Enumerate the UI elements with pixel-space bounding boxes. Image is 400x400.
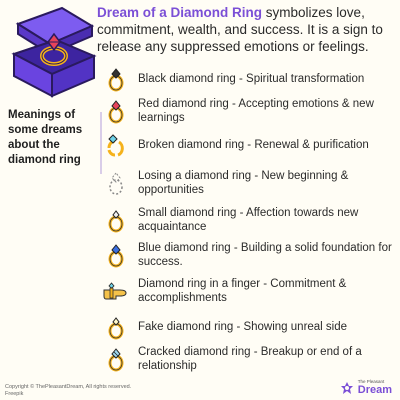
list-item-blue-ring: Blue diamond ring - Building a solid fou… (100, 240, 398, 274)
list-item-small-ring: Small diamond ring - Affection towards n… (100, 205, 398, 239)
list-item-cracked-ring: Cracked diamond ring - Breakup or end of… (100, 344, 398, 378)
list-item-text: Fake diamond ring - Showing unreal side (138, 321, 348, 333)
list-item-red-ring: Red diamond ring - Accepting emotions & … (100, 96, 398, 130)
brand-text: The Pleasant Dream (358, 380, 392, 396)
intro-text: Dream of a Diamond Ring symbolizes love,… (97, 4, 397, 55)
list-item-losing-ring: Losing a diamond ring - New beginning & … (100, 168, 398, 202)
brand-logo-icon (340, 382, 353, 394)
hand-ring-icon (100, 276, 132, 308)
copyright-text: Copyright © ThePleasantDream, All rights… (5, 384, 131, 397)
brand-logo: The Pleasant Dream (339, 378, 392, 398)
list-item-text: Black diamond ring - Spiritual transform… (138, 73, 365, 85)
list-item-finger-ring: Diamond ring in a finger - Commitment & … (100, 276, 398, 310)
copyright-line: Copyright © ThePleasantDream, All rights… (5, 384, 132, 390)
list-item-text: Losing a diamond ring - New beginning & … (138, 170, 349, 196)
broken-ring-icon (100, 130, 132, 162)
dotted-ring-icon (100, 168, 132, 200)
list-item-text: Small diamond ring - Affection towards n… (138, 207, 359, 233)
brand-small: The Pleasant (357, 379, 385, 385)
list-item-black-ring: Black diamond ring - Spiritual transform… (100, 64, 398, 98)
list-item-text: Diamond ring in a finger - Commitment & … (138, 278, 347, 304)
brand-big: Dream (357, 383, 392, 396)
ring-icon (100, 240, 132, 272)
footer: Copyright © ThePleasantDream, All rights… (0, 380, 400, 400)
intro-highlight: Dream of a Diamond Ring (97, 5, 263, 20)
ring-box-icon (11, 6, 97, 98)
ring-icon (100, 96, 132, 128)
ring-icon (100, 64, 132, 96)
ring-icon (100, 312, 132, 344)
list-item-fake-ring: Fake diamond ring - Showing unreal side (100, 312, 398, 346)
list-item-broken-ring: Broken diamond ring - Renewal & purifica… (100, 130, 398, 164)
list-item-text: Red diamond ring - Accepting emotions & … (138, 98, 374, 124)
ring-icon (100, 344, 132, 376)
ring-icon (100, 205, 132, 237)
list-item-text: Cracked diamond ring - Breakup or end of… (138, 346, 362, 372)
list-item-text: Blue diamond ring - Building a solid fou… (138, 242, 392, 268)
divider (100, 112, 102, 174)
credit-line: Freepik (5, 390, 24, 397)
list-item-text: Broken diamond ring - Renewal & purifica… (138, 139, 369, 151)
intro-rest: symbolizes love, commitment, wealth, and… (97, 5, 383, 54)
left-caption: Meanings of some dreams about the diamon… (8, 109, 83, 166)
